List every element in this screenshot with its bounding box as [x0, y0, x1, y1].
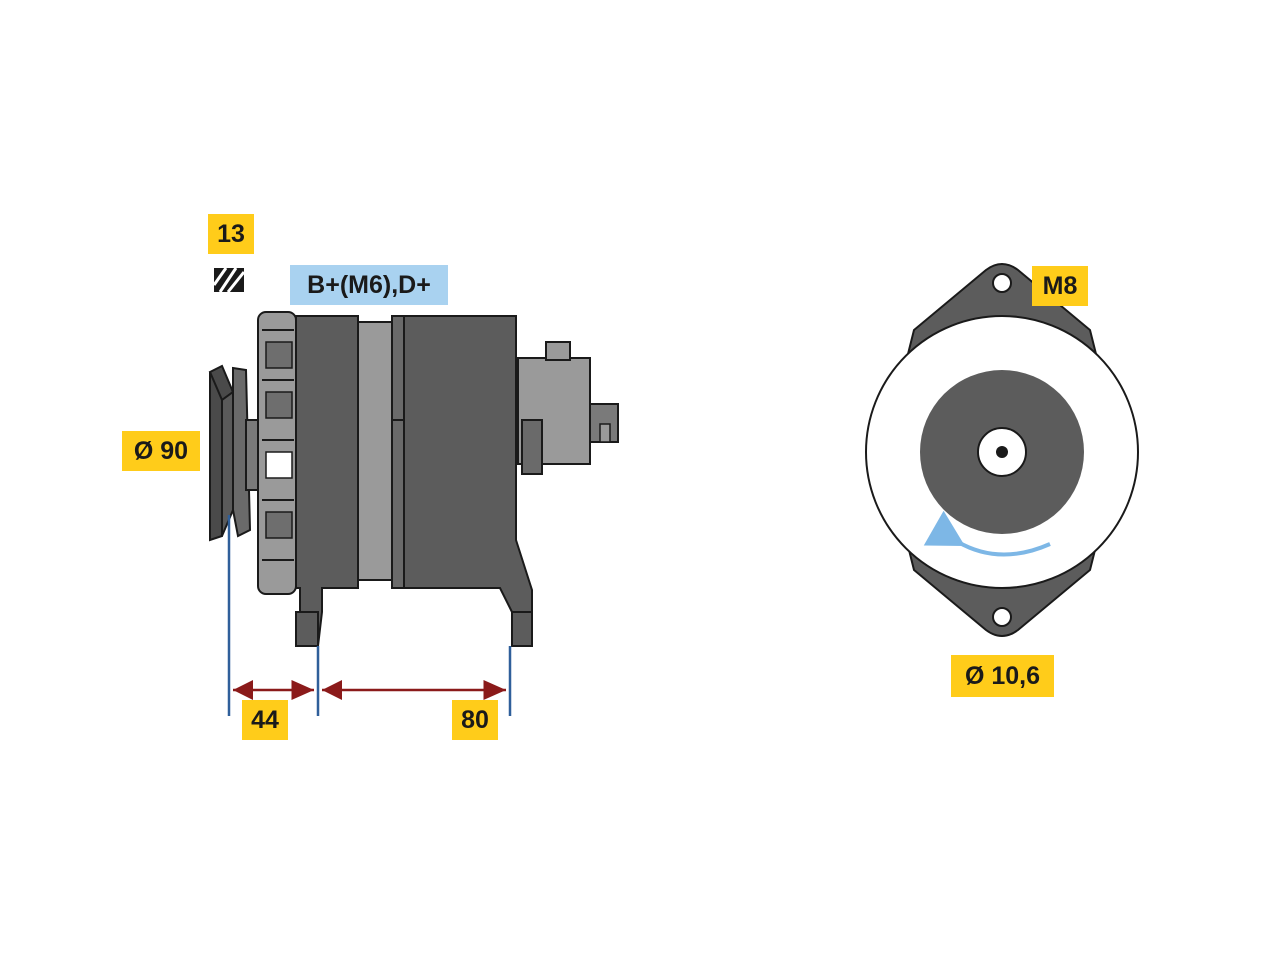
alternator-side-view	[208, 311, 619, 647]
pulley	[208, 364, 261, 542]
quantity-label: 13	[208, 214, 254, 254]
bottom-mount-hole	[992, 607, 1012, 627]
front-foot	[295, 611, 319, 647]
dimension-80-label: 80	[452, 700, 498, 740]
mount-hole-diameter-label: Ø 10,6	[951, 655, 1054, 697]
shaft-center	[996, 446, 1008, 458]
pulley-diameter-label: Ø 90	[122, 431, 200, 471]
dimension-lines	[227, 515, 512, 716]
rotation-direction-arrow-icon	[923, 510, 1051, 557]
front-fan	[257, 311, 297, 595]
regulator-block	[517, 341, 619, 475]
rear-housing	[391, 315, 533, 647]
top-mount-hole	[992, 273, 1012, 293]
alternator-front-view	[865, 263, 1139, 637]
connection-label: B+(M6),D+	[290, 265, 448, 305]
rear-foot	[511, 611, 533, 647]
front-housing	[295, 315, 359, 647]
mount-thread-label: M8	[1032, 266, 1088, 306]
stator-ring	[357, 321, 393, 581]
dimension-44-label: 44	[242, 700, 288, 740]
hatched-stripes-icon	[212, 267, 246, 293]
